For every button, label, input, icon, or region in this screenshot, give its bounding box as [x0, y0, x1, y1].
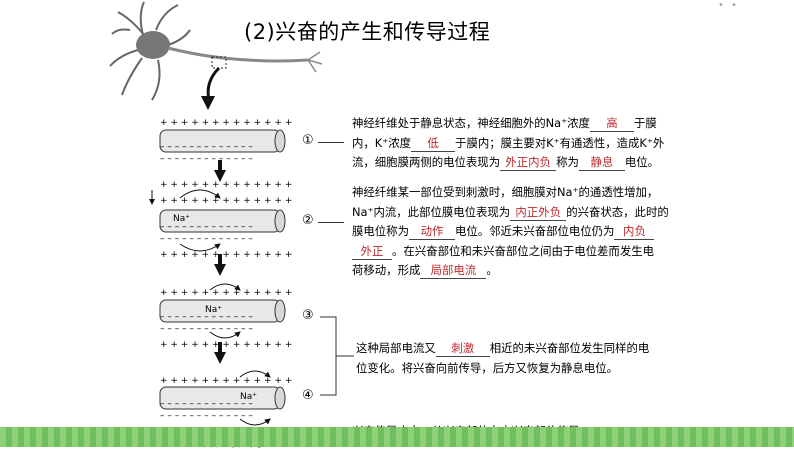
plus-row: + + + + + + + + + + + + +	[160, 118, 292, 128]
plus-row: + + + + + + + + + + + + +	[160, 288, 292, 298]
plus-row: + + + + + + + + + + + + +	[160, 196, 292, 206]
plus-row: + + + + + + + + + + + + +	[160, 180, 292, 190]
minus-row: – – – – – – – – – – – – –	[160, 324, 253, 334]
step-34-text: 这种局部电流又刺激相近的未兴奋部位发生同样的电 位变化。将兴奋向前传导，后方又恢…	[356, 339, 649, 378]
blank-outside-positive-2: 外正	[352, 243, 392, 260]
bracket-34	[318, 310, 358, 400]
step-number-3: ③	[302, 308, 314, 323]
plus-row: + + + + + + + + + + + + +	[160, 250, 292, 260]
minus-row: – – – – – – – – – – – – –	[160, 142, 253, 152]
blank-inside-negative: 内负	[614, 223, 654, 240]
blank-action: 动作	[409, 223, 455, 240]
step-2-text: 神经纤维某一部位受到刺激时，细胞膜对Na⁺的通透性增加， Na⁺内流，此部位膜电…	[352, 183, 669, 281]
connector-line-1	[318, 142, 344, 143]
step-1-text: 神经纤维处于静息状态，神经细胞外的Na⁺浓度高于膜 内，K⁺浓度低于膜内；膜主要…	[352, 114, 664, 173]
cell-body	[136, 31, 170, 59]
bottom-decoration-bar	[0, 427, 794, 447]
plus-row: + + + + + + + + + + + + +	[160, 376, 292, 386]
corner-mark: • •	[718, 0, 739, 11]
step-number-1: ①	[302, 133, 314, 148]
na-label-4: Na⁺	[240, 392, 257, 402]
blank-high: 高	[590, 115, 634, 132]
blank-resting: 静息	[579, 154, 625, 171]
blank-inside-positive: 内正外负	[510, 204, 566, 221]
na-label-3: Na⁺	[205, 305, 222, 315]
connector-line-2	[318, 222, 344, 223]
plus-row: + + + + + + + + + + + + +	[160, 340, 292, 350]
minus-row: – – – – – – – – – – – – –	[160, 411, 253, 421]
minus-row: – – – – – – – – – – – – –	[160, 154, 253, 164]
blank-low: 低	[411, 135, 455, 152]
zoom-arrow	[195, 64, 235, 114]
blank-stimulate: 刺激	[436, 340, 490, 357]
step-number-2: ②	[302, 213, 314, 228]
page-title: (2)兴奋的产生和传导过程	[244, 16, 490, 46]
na-label-2: Na⁺	[173, 214, 190, 224]
step-number-4: ④	[302, 388, 314, 403]
minus-row: – – – – – – – – – – – – –	[160, 234, 253, 244]
blank-outside-positive: 外正内负	[500, 154, 556, 171]
minus-row: – – – – – – – – – – – – –	[160, 399, 253, 409]
blank-local-current: 局部电流	[420, 262, 486, 279]
